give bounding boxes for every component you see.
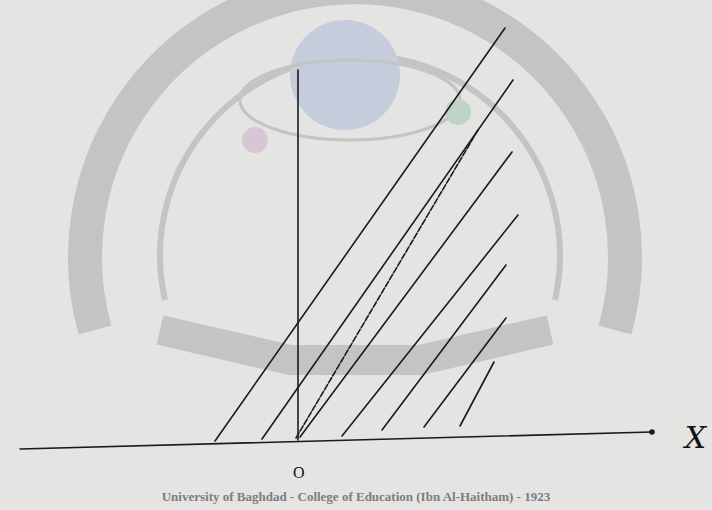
watermark-text: University of Baghdad - College of Educa…: [159, 489, 554, 505]
x-axis: [20, 432, 652, 449]
parallel-line: [460, 362, 494, 426]
axis-end-dot: [650, 430, 654, 434]
parallel-line: [342, 215, 518, 436]
parallel-line: [300, 152, 512, 437]
y-axis: [297, 70, 299, 440]
parallel-line: [262, 80, 513, 439]
parallel-line: [215, 28, 505, 441]
origin-label: O: [293, 464, 305, 482]
parallel-line: [382, 265, 506, 430]
parallel-line: [424, 318, 506, 427]
diagram-lines: [20, 28, 654, 449]
axis-label: X: [685, 420, 706, 455]
